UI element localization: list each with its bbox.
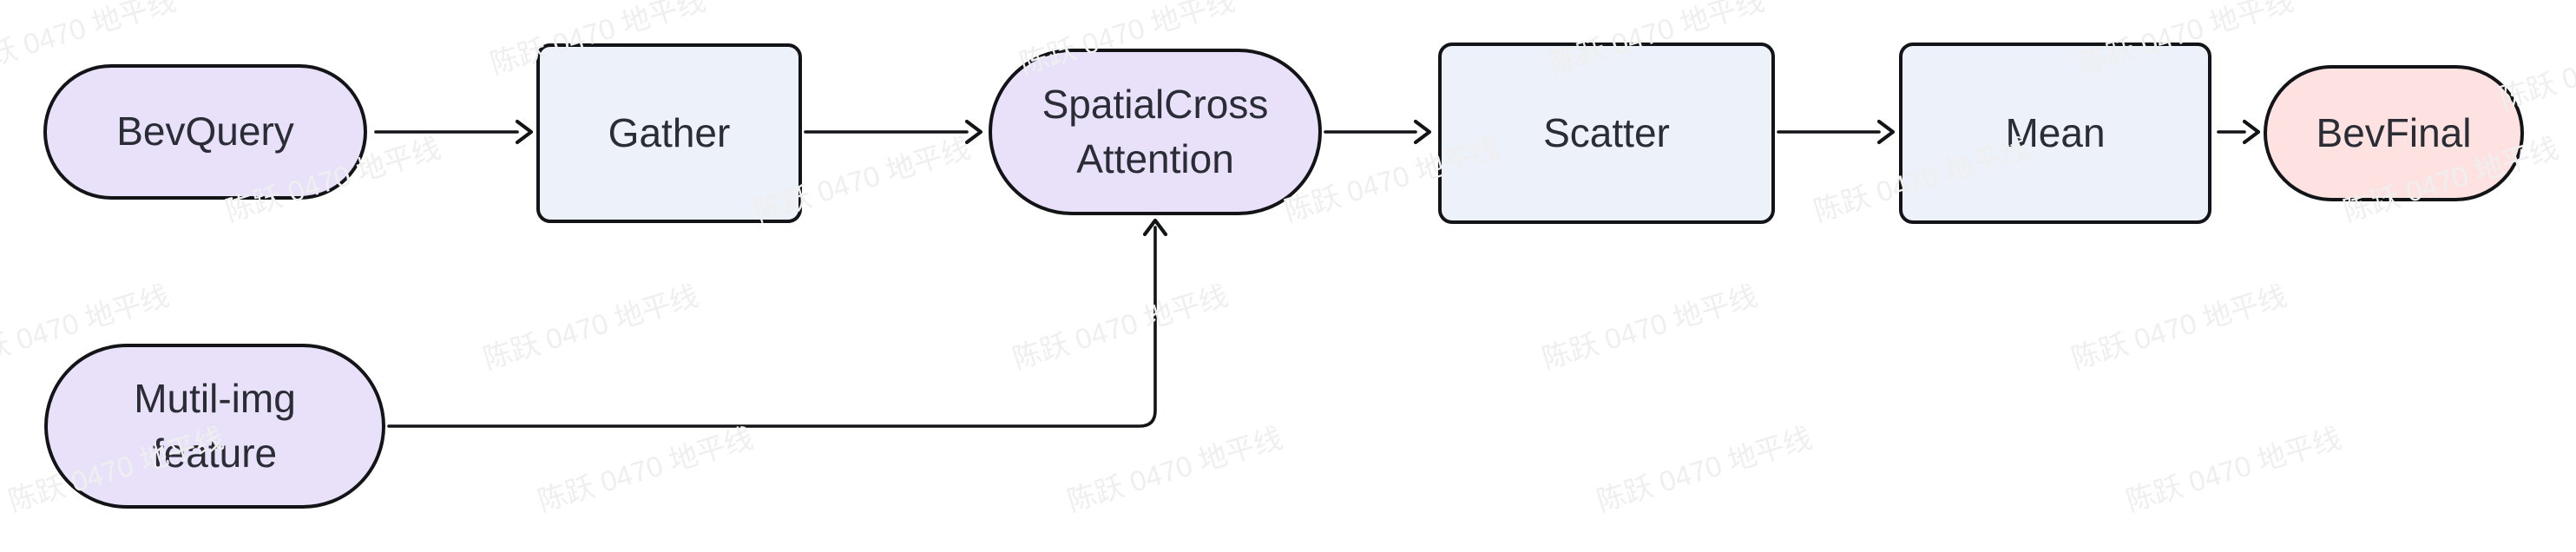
watermark-text: 陈跃 0470 地平线: [1063, 421, 1286, 518]
node-spatial-cross-attention-label: SpatialCross Attention: [1042, 81, 1269, 181]
node-mutil-img-feature: Mutil-img feature: [44, 344, 385, 509]
node-gather-label: Gather: [608, 109, 731, 155]
watermark-text: 陈跃 0470 地平线: [2122, 421, 2345, 518]
watermark-text: 陈跃 0470 地平线: [1538, 279, 1761, 376]
node-bevquery: BevQuery: [43, 64, 367, 200]
node-scatter: Scatter: [1438, 43, 1775, 224]
watermark-text: 陈跃 0470 地平线: [2067, 279, 2290, 376]
node-mean-label: Mean: [2005, 109, 2106, 155]
arrowhead-bevquery-gather: [515, 119, 534, 145]
arrowhead-mutilimgfeature-spatialcrossattention: [1142, 218, 1168, 237]
node-scatter-label: Scatter: [1543, 109, 1670, 155]
node-bevquery-label: BevQuery: [116, 108, 294, 154]
node-bevfinal: BevFinal: [2264, 65, 2524, 201]
watermark-text: 陈跃 0470 地平线: [1009, 279, 1232, 376]
arrowhead-spatialcrossattention-scatter: [1413, 119, 1432, 145]
arrowhead-gather-spatialcrossattention: [964, 119, 983, 145]
watermark-text: 陈跃 0470 地平线: [1593, 421, 1816, 518]
arrowhead-mean-bevfinal: [2242, 119, 2261, 145]
node-spatial-cross-attention: SpatialCross Attention: [989, 49, 1322, 215]
node-mean: Mean: [1899, 43, 2211, 224]
node-gather: Gather: [536, 43, 802, 223]
watermark-text: 陈跃 0470 地平线: [534, 421, 757, 518]
watermark-text: 陈跃 0470 地平线: [479, 279, 702, 376]
arrowhead-scatter-mean: [1876, 119, 1896, 145]
edge-mutilimgfeature-spatialcrossattention: [387, 226, 1157, 428]
node-mutil-img-feature-label: Mutil-img feature: [134, 375, 296, 476]
node-bevfinal-label: BevFinal: [2316, 109, 2472, 155]
